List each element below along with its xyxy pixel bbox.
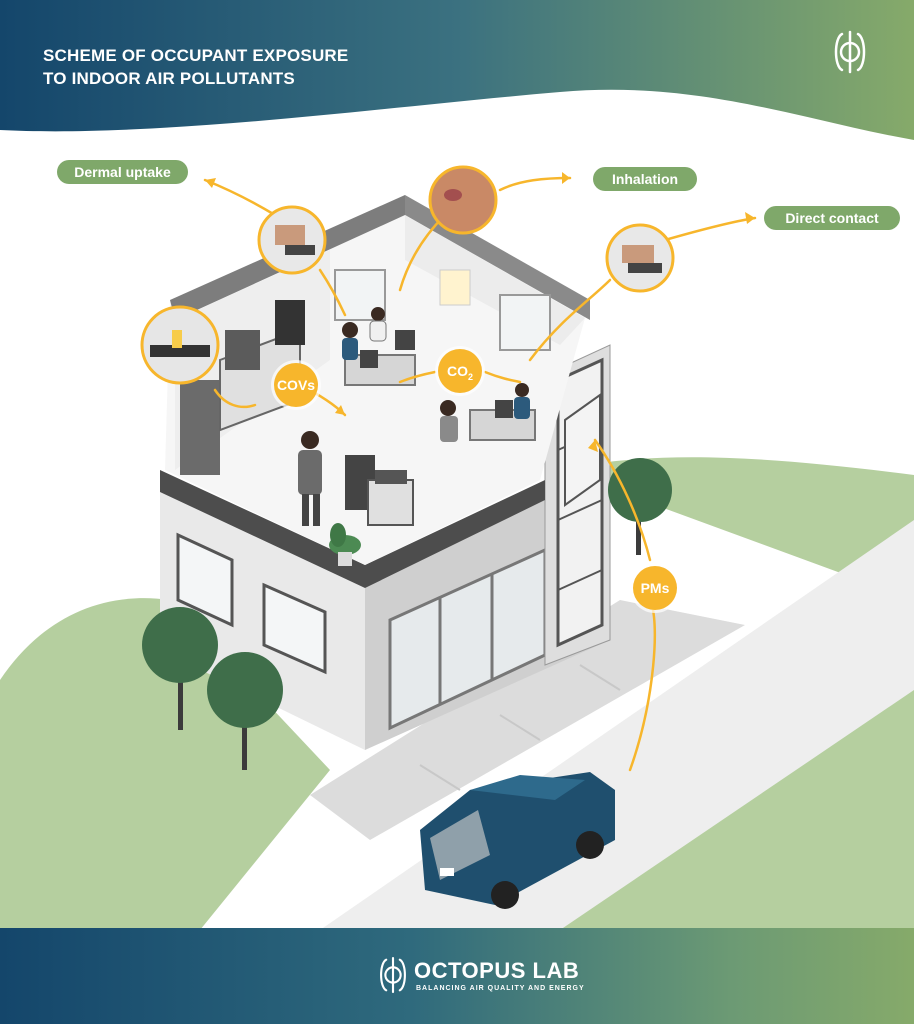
badge-covs: COVs — [274, 363, 318, 407]
octopus-lab-logo-icon — [380, 956, 406, 994]
title-line-2: TO INDOOR AIR POLLUTANTS — [43, 69, 295, 88]
ground-left — [0, 598, 330, 930]
co2-text: CO — [446, 363, 468, 379]
person-icon — [298, 307, 530, 526]
printer-icon — [345, 455, 414, 526]
footer-brand-name: OCTOPUS LAB — [414, 958, 580, 983]
fridge — [180, 380, 220, 475]
zoom-dermal — [257, 205, 327, 275]
plant-icon — [329, 523, 361, 566]
footer-bar — [0, 928, 914, 1024]
label-inhalation: Inhalation — [593, 167, 697, 191]
zoom-covs-source — [140, 305, 220, 385]
zoom-direct — [605, 223, 675, 293]
footer-tagline: BALANCING AIR QUALITY AND ENERGY — [416, 985, 585, 992]
ground-right — [520, 457, 914, 930]
car-icon — [420, 772, 615, 909]
octopus-lab-logo-icon — [834, 30, 866, 74]
tree-icon — [142, 458, 672, 770]
zoom-inhalation — [428, 165, 498, 235]
page-title: SCHEME OF OCCUPANT EXPOSURE TO INDOOR AI… — [43, 44, 348, 90]
label-dermal-uptake: Dermal uptake — [57, 160, 188, 184]
scene-illustration — [0, 165, 914, 930]
badge-co2: CO2 — [438, 349, 482, 393]
arrow-heads — [205, 172, 755, 452]
building — [160, 195, 611, 750]
sidewalk — [310, 600, 745, 840]
co2-subscript: 2 — [467, 371, 473, 382]
header-wave — [0, 0, 914, 140]
title-line-1: SCHEME OF OCCUPANT EXPOSURE — [43, 46, 349, 65]
badge-pms: PMs — [633, 566, 677, 610]
label-direct-contact: Direct contact — [764, 206, 900, 230]
